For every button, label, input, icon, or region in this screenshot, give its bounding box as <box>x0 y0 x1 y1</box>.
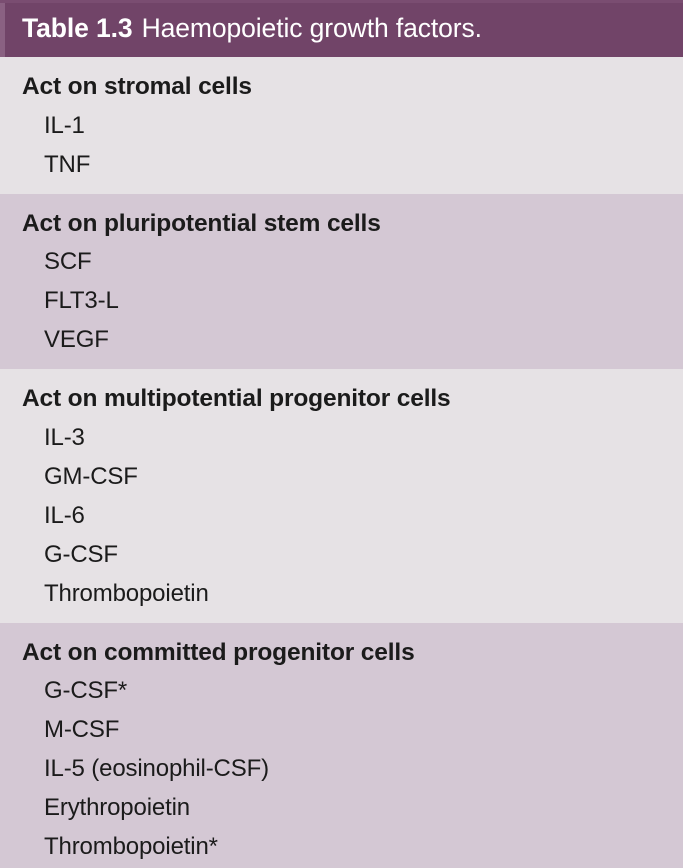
section-heading: Act on pluripotential stem cells <box>22 209 381 237</box>
section-item: Thrombopoietin* <box>44 833 218 860</box>
section-item: TNF <box>44 150 91 178</box>
table-number-label: Table 1.3 <box>22 13 133 44</box>
section-item: FLT3-L <box>44 287 119 314</box>
table-title-label: Haemopoietic growth factors. <box>141 13 482 44</box>
section-item: IL-5 (eosinophil-CSF) <box>44 755 269 782</box>
table-header: Table 1.3 Haemopoietic growth factors. <box>0 0 683 57</box>
section-item: IL-6 <box>44 501 85 529</box>
section-item: Thrombopoietin <box>44 579 209 607</box>
section-item: GM-CSF <box>44 462 138 490</box>
section-item: SCF <box>44 248 92 275</box>
section-item: VEGF <box>44 326 109 353</box>
section-item: G-CSF* <box>44 677 128 704</box>
section-item: G-CSF <box>44 540 118 568</box>
section-item: IL-3 <box>44 423 85 451</box>
table-caption: Table 1.3 Haemopoietic growth factors. <box>22 15 482 42</box>
section-item-list: SCF FLT3-L VEGF <box>0 242 683 359</box>
section-item: IL-1 <box>44 111 85 139</box>
section-item: M-CSF <box>44 716 120 743</box>
section-heading: Act on multipotential progenitor cells <box>22 385 451 412</box>
section-heading: Act on stromal cells <box>22 73 252 100</box>
section-item-list: G-CSF* M-CSF IL-5 (eosinophil-CSF) Erythrop… <box>0 671 683 866</box>
section-heading: Act on committed progenitor cells <box>22 638 415 666</box>
section-item: Erythropoietin <box>44 794 190 821</box>
